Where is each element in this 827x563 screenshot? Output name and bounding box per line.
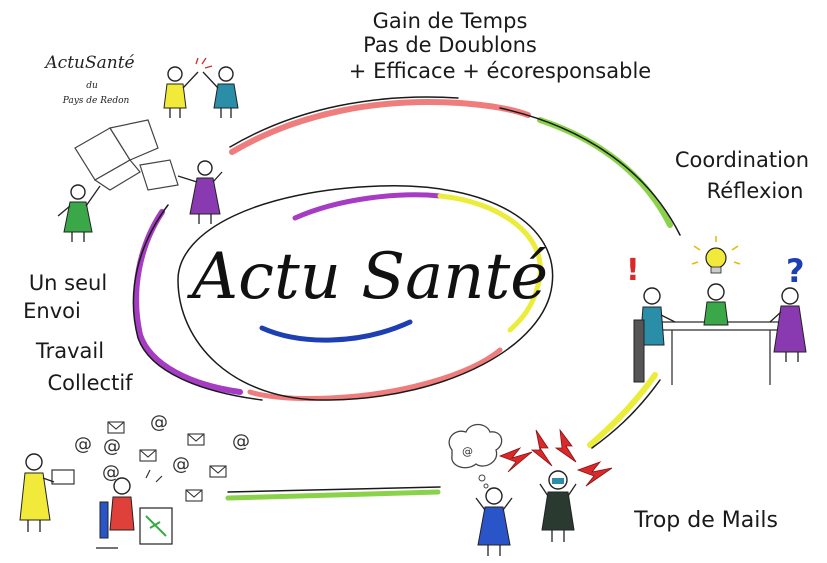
- outer-loop-yellow-segment: [587, 372, 658, 448]
- lightbulb-icon: [691, 236, 741, 274]
- face-mask: [552, 478, 564, 484]
- label-trop-de-mails: Trop de Mails: [633, 508, 778, 533]
- label-envoi: Envoi: [23, 299, 81, 323]
- inner-ellipse-ink: [177, 185, 554, 401]
- logo-line3: Pays de Redon: [62, 96, 130, 106]
- envelope-icon-4: [209, 465, 227, 478]
- laptop-icon: [51, 469, 75, 485]
- thought-cloud: @: [448, 423, 503, 489]
- label-coordination: Coordination: [675, 148, 809, 172]
- person-wheelchair-blue: [633, 287, 676, 383]
- puzzle-piece-4: [139, 159, 179, 191]
- person-purple-meeting: [769, 287, 807, 362]
- label-un-seul: Un seul: [29, 271, 107, 295]
- stress-marks: [145, 469, 163, 483]
- meeting-scene: ! ?: [626, 236, 807, 385]
- at-sign-icon-6: @: [102, 462, 120, 483]
- inner-pink-bottom: [247, 347, 503, 402]
- center-title-underline: [259, 319, 413, 343]
- lightning-icon-2: [530, 429, 553, 467]
- person-purple-left: [177, 160, 223, 224]
- center-title-group: Actu Santé: [187, 240, 548, 343]
- email-cluster: @ @ @ @ @ @: [74, 412, 250, 502]
- inner-yellow-right: [437, 193, 543, 333]
- label-collectif: Collectif: [47, 371, 133, 395]
- lightning-icon-1: [498, 447, 533, 473]
- at-sign-icon-1: @: [74, 434, 92, 455]
- high-five-spark: [195, 57, 213, 69]
- puzzle-piece-3: [93, 159, 141, 191]
- person-blue-stressed: [475, 487, 513, 556]
- outer-loop-ink-bottom: [227, 486, 441, 493]
- at-sign-icon-4: @: [172, 454, 190, 475]
- center-title: Actu Santé: [187, 240, 548, 314]
- envelope-icon-3: [187, 433, 205, 446]
- inner-ellipse: [177, 185, 554, 402]
- at-sign-icon-2: @: [103, 436, 121, 457]
- puzzle-group: [74, 119, 179, 191]
- label-reflexion: Réflexion: [707, 179, 804, 203]
- alert-icon: !: [626, 253, 640, 288]
- logo-line2: du: [86, 81, 98, 91]
- envelope-icon-5: [185, 489, 203, 502]
- outer-loop-ink-top: [229, 96, 459, 148]
- at-sign-icon-3: @: [150, 412, 168, 433]
- logo-person-teal: [202, 66, 239, 118]
- logo-name: ActuSanté: [43, 53, 134, 73]
- right-labels: Coordination Réflexion: [675, 148, 809, 203]
- envelope-icon-1: [107, 421, 125, 434]
- logo-person-yellow: [163, 66, 199, 118]
- lightning-icons: [498, 428, 613, 487]
- outer-loop-green-segment: [537, 117, 673, 228]
- benefit-pas-de-doublons: Pas de Doublons: [363, 33, 537, 57]
- label-travail: Travail: [35, 339, 104, 363]
- top-benefits: Gain de Temps Pas de Doublons + Efficace…: [349, 9, 651, 83]
- left-labels: Un seul Envoi Travail Collectif: [23, 271, 133, 395]
- benefit-gain-de-temps: Gain de Temps: [373, 9, 528, 33]
- outer-loop-ink-right-low: [591, 379, 661, 449]
- puzzle-piece-2: [109, 119, 159, 161]
- outer-loop-pink-segment: [229, 99, 531, 155]
- envelope-icon-2: [139, 449, 157, 462]
- benefit-efficace-ecoresponsable: + Efficace + écoresponsable: [349, 59, 651, 83]
- stressed-scene: @: [448, 423, 613, 556]
- outer-loop: [132, 96, 681, 501]
- office-chair: [99, 501, 109, 539]
- person-dark-stressed: [539, 470, 577, 542]
- question-mark-icon: ?: [786, 252, 805, 290]
- outer-loop-ink-right: [499, 107, 681, 236]
- lightning-icon-4: [576, 461, 613, 487]
- person-desk-red: [96, 469, 173, 549]
- lightning-icon-3: [554, 428, 577, 463]
- person-green-meeting: [703, 283, 729, 326]
- inner-purple-top: [292, 192, 443, 221]
- cloud-at-sign-icon: @: [462, 445, 473, 458]
- at-sign-icon-5: @: [232, 431, 250, 452]
- logo-block: ActuSanté du Pays de Redon: [43, 53, 239, 118]
- outer-loop-ink-left: [132, 204, 263, 401]
- person-yellow-laptop: [19, 453, 75, 532]
- outer-loop-green-bottom: [225, 489, 441, 501]
- person-green-left: [57, 184, 101, 242]
